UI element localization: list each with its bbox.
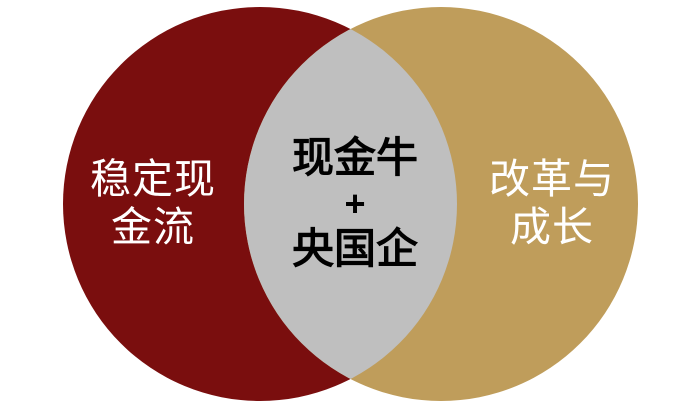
- intersection-lens: [244, 7, 457, 401]
- intersection-clip-group: [244, 7, 457, 401]
